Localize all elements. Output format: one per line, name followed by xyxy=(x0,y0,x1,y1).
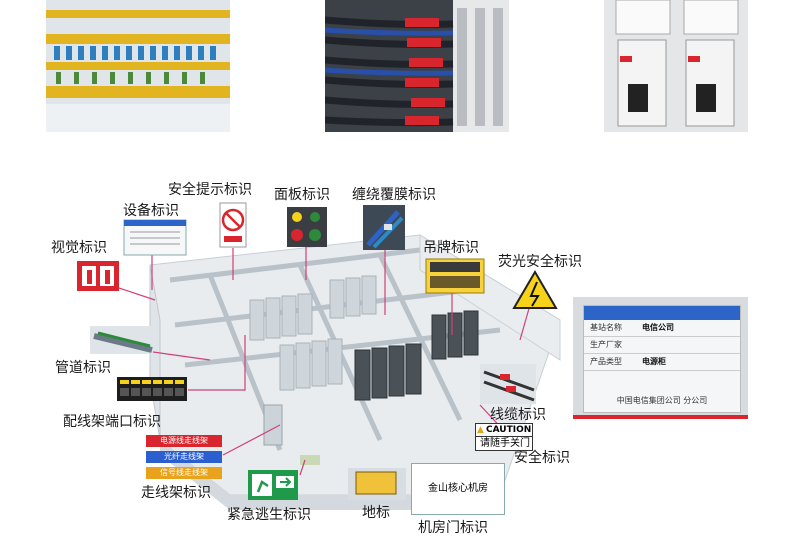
cable-wrap-illustration xyxy=(325,0,509,132)
label-panel: 面板标识 xyxy=(274,187,330,203)
nameplate-stripe xyxy=(573,415,748,419)
label-cable: 线缆标识 xyxy=(490,407,546,423)
nameplate-row: 基站名称 电信公司 xyxy=(584,320,740,337)
label-emergency: 紧急逃生标识 xyxy=(227,507,311,523)
nameplate-value xyxy=(634,337,740,353)
equipment-nameplate: 基站名称 电信公司 生产厂家 产品类型 电源柜 中国电信集团公司 分公司 xyxy=(573,297,748,419)
tray-tag-signal: 信号线走线架 xyxy=(146,467,222,479)
label-equipment: 设备标识 xyxy=(123,203,179,219)
label-safety: 安全标识 xyxy=(514,450,570,466)
datacenter-diagram: 安全提示标识 面板标识 缠绕覆膜标识 设备标识 视觉标识 吊牌标识 荧光安全标识… xyxy=(0,150,790,536)
datacenter-floor-illustration xyxy=(109,234,561,510)
nameplate-key: 基站名称 xyxy=(590,323,622,332)
label-tray: 走线架标识 xyxy=(141,485,211,501)
label-fluorescent: 荧光安全标识 xyxy=(498,254,582,270)
breaker-photo xyxy=(604,0,748,132)
tray-tag-fiber: 光纤走线架 xyxy=(146,451,222,463)
nameplate-value: 电源柜 xyxy=(642,357,666,366)
cable-wrap-photo xyxy=(325,0,509,132)
nameplate-row: 产品类型 电源柜 xyxy=(584,354,740,371)
nameplate-key: 生产厂家 xyxy=(590,340,622,349)
label-wrap-film: 缠绕覆膜标识 xyxy=(352,187,436,203)
label-floor: 地标 xyxy=(362,505,390,521)
nameplate-key: 产品类型 xyxy=(590,357,622,366)
caution-title: CAUTION xyxy=(486,425,532,435)
nameplate-footer: 中国电信集团公司 分公司 xyxy=(616,396,708,405)
caution-text: 请随手关门 xyxy=(480,438,530,449)
nameplate-header xyxy=(584,306,740,320)
sign-thumbnails xyxy=(77,202,558,500)
warning-icon: ▲ xyxy=(477,425,484,435)
door-sign: 金山核心机房 xyxy=(411,463,505,515)
high-voltage-sign xyxy=(512,270,558,309)
label-safety-tip: 安全提示标识 xyxy=(168,182,252,198)
label-patch-port: 配线架端口标识 xyxy=(63,414,161,430)
tray-tag-power: 电源线走线架 xyxy=(146,435,222,447)
nameplate-card: 基站名称 电信公司 生产厂家 产品类型 电源柜 中国电信集团公司 分公司 xyxy=(583,305,741,413)
caution-sign: ▲ CAUTION 请随手关门 xyxy=(475,423,533,451)
panel-sign xyxy=(287,207,327,247)
breaker-illustration xyxy=(604,0,748,132)
nameplate-value: 电信公司 xyxy=(642,323,674,332)
patch-panel-photo xyxy=(46,0,230,132)
nameplate-row: 生产厂家 xyxy=(584,337,740,354)
label-visual: 视觉标识 xyxy=(51,240,107,256)
label-hang-tag: 吊牌标识 xyxy=(423,240,479,256)
patch-panel-illustration xyxy=(46,0,230,132)
label-pipe: 管道标识 xyxy=(55,360,111,376)
